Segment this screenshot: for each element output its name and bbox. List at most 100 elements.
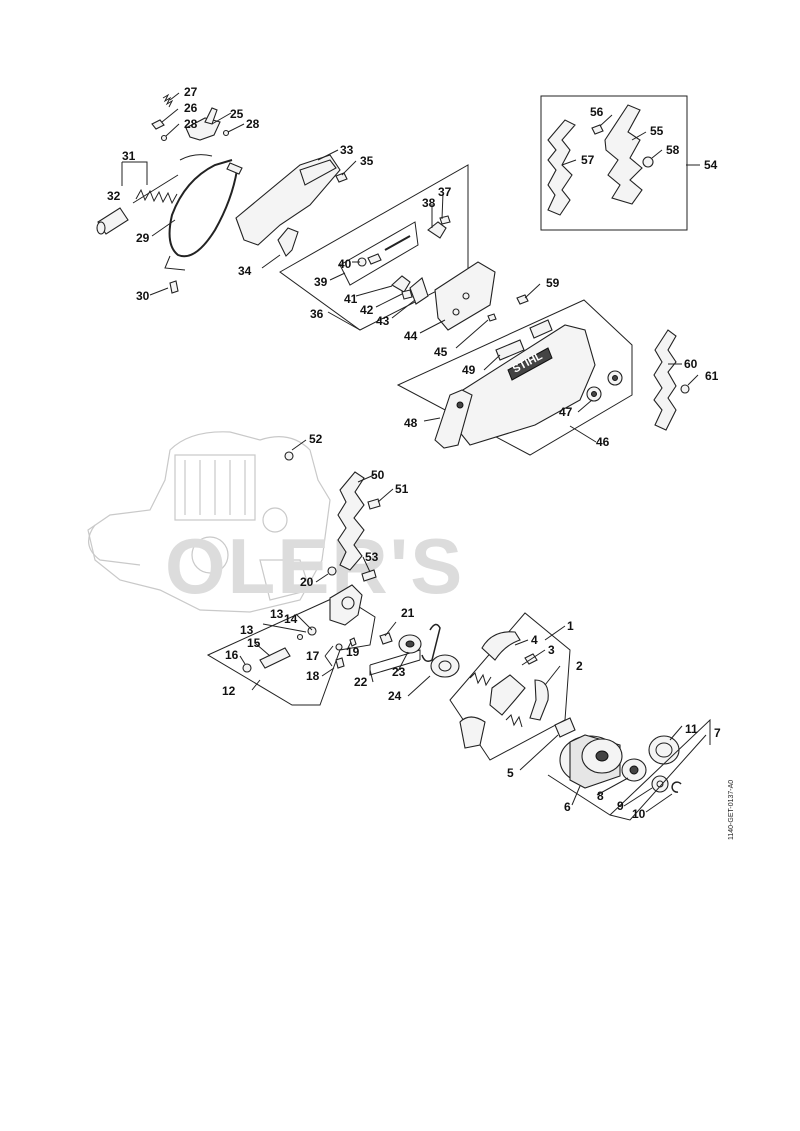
spike-57 bbox=[547, 119, 576, 216]
label-15: 15 bbox=[247, 636, 261, 650]
label-3: 3 bbox=[548, 643, 555, 657]
drawing-code: 1140-GET-0137-A0 bbox=[728, 780, 735, 840]
label-31: 31 bbox=[122, 149, 136, 163]
label-42: 42 bbox=[360, 303, 374, 317]
screw-56 bbox=[591, 124, 604, 135]
label-39: 39 bbox=[314, 275, 328, 289]
label-8: 8 bbox=[597, 789, 604, 803]
label-5: 5 bbox=[507, 766, 514, 780]
label-29: 29 bbox=[136, 231, 150, 245]
label-19: 19 bbox=[346, 645, 360, 659]
label-36: 36 bbox=[310, 307, 324, 321]
spike-60 bbox=[653, 329, 677, 431]
hand-guard-group bbox=[235, 154, 529, 331]
label-20: 20 bbox=[300, 575, 314, 589]
label-27: 27 bbox=[184, 85, 198, 99]
label-53: 53 bbox=[365, 550, 379, 564]
label-18: 18 bbox=[306, 669, 320, 683]
needle-cage-5 bbox=[554, 717, 576, 738]
nut-52 bbox=[284, 451, 294, 461]
label-48: 48 bbox=[404, 416, 418, 430]
label-49: 49 bbox=[462, 363, 476, 377]
label-47: 47 bbox=[559, 405, 573, 419]
label-51: 51 bbox=[395, 482, 409, 496]
label-26: 26 bbox=[184, 101, 198, 115]
spring-3 bbox=[469, 672, 492, 687]
nut-58 bbox=[642, 156, 654, 168]
label-52: 52 bbox=[309, 432, 323, 446]
brake-band-29 bbox=[168, 159, 238, 258]
label-56: 56 bbox=[590, 105, 604, 119]
seal-16 bbox=[242, 663, 252, 673]
plug-18 bbox=[335, 657, 345, 669]
engine-block-outline bbox=[87, 431, 331, 613]
label-43: 43 bbox=[376, 314, 390, 328]
lever-34 bbox=[277, 227, 299, 257]
label-22: 22 bbox=[354, 675, 368, 689]
label-13-upper: 13 bbox=[270, 607, 284, 621]
label-14: 14 bbox=[284, 612, 298, 626]
worm-15 bbox=[259, 647, 291, 669]
label-57: 57 bbox=[581, 153, 595, 167]
sprocket-cover-46 bbox=[454, 324, 596, 446]
label-46: 46 bbox=[596, 435, 610, 449]
spur-sprocket-11 bbox=[648, 735, 680, 765]
label-35: 35 bbox=[360, 154, 374, 168]
watermark-text: OLER'S bbox=[165, 522, 464, 610]
label-16: 16 bbox=[225, 648, 239, 662]
label-2: 2 bbox=[576, 659, 583, 673]
label-38: 38 bbox=[422, 196, 436, 210]
bumper-spike-box bbox=[540, 95, 688, 231]
label-12: 12 bbox=[222, 684, 236, 698]
label-45: 45 bbox=[434, 345, 448, 359]
label-21: 21 bbox=[401, 606, 415, 620]
label-25: 25 bbox=[230, 107, 244, 121]
label-13-lower: 13 bbox=[240, 623, 254, 637]
sprocket-cover-group: STIHL bbox=[396, 299, 690, 456]
label-59: 59 bbox=[546, 276, 560, 290]
screw-30 bbox=[169, 280, 179, 294]
label-24: 24 bbox=[388, 689, 402, 703]
label-32: 32 bbox=[107, 189, 121, 203]
label-11: 11 bbox=[685, 722, 698, 736]
spring-31 bbox=[132, 174, 179, 205]
label-28-right: 28 bbox=[246, 117, 260, 131]
brake-band-group bbox=[96, 93, 243, 294]
washer-9 bbox=[651, 775, 669, 793]
label-40: 40 bbox=[338, 257, 352, 271]
nut-20 bbox=[327, 566, 337, 576]
label-10: 10 bbox=[632, 807, 646, 821]
spring-27 bbox=[162, 93, 174, 108]
label-7: 7 bbox=[714, 726, 721, 740]
carrier-4 bbox=[489, 674, 526, 716]
label-34: 34 bbox=[238, 264, 252, 278]
oil-pump-group bbox=[206, 584, 376, 706]
label-55: 55 bbox=[650, 124, 664, 138]
screw-51 bbox=[367, 498, 381, 510]
label-28: 28 bbox=[184, 117, 198, 131]
nut-61 bbox=[680, 384, 690, 394]
shoe-right bbox=[529, 679, 549, 721]
label-44: 44 bbox=[404, 329, 418, 343]
spike-55 bbox=[604, 104, 643, 205]
clutch-outline-1 bbox=[449, 612, 571, 761]
label-4: 4 bbox=[531, 633, 538, 647]
label-50: 50 bbox=[371, 468, 385, 482]
label-58: 58 bbox=[666, 143, 680, 157]
label-17: 17 bbox=[306, 649, 320, 663]
leader-lines bbox=[121, 92, 700, 813]
spring-23 bbox=[421, 623, 441, 662]
shoe-upper bbox=[481, 631, 521, 661]
e-clip-10 bbox=[671, 781, 682, 793]
label-30: 30 bbox=[136, 289, 150, 303]
label-23: 23 bbox=[392, 665, 406, 679]
clutch-group bbox=[369, 612, 711, 821]
screw-35 bbox=[335, 172, 348, 183]
washer-24 bbox=[430, 654, 460, 678]
label-41: 41 bbox=[344, 292, 358, 306]
label-54: 54 bbox=[704, 158, 718, 172]
label-37: 37 bbox=[438, 185, 452, 199]
label-6: 6 bbox=[564, 800, 571, 814]
cover-outline-46 bbox=[396, 299, 633, 456]
